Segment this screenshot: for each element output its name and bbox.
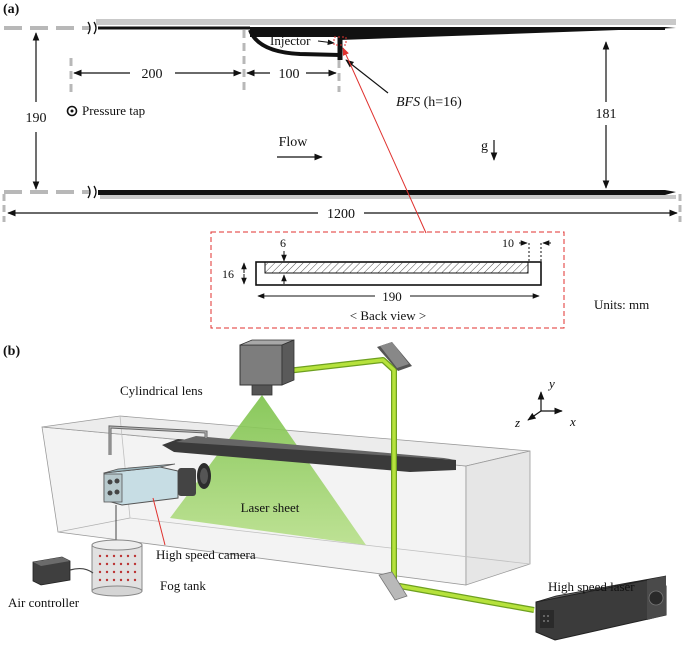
dim-190-height: 190 <box>26 111 47 126</box>
dim-16: 16 <box>222 267 234 281</box>
dim-1200: 1200 <box>327 207 355 222</box>
high-speed-camera-icon <box>103 463 211 506</box>
step-plate <box>162 439 456 472</box>
air-controller-label: Air controller <box>8 595 80 610</box>
laser-sheet <box>170 395 366 545</box>
top-mirror-icon <box>377 342 412 371</box>
injector-label: Injector <box>270 33 311 48</box>
high-speed-laser-icon <box>535 575 667 641</box>
pressure-tap-label: Pressure tap <box>82 103 145 118</box>
flow-label: Flow <box>279 135 309 150</box>
fog-tank-icon <box>91 539 143 597</box>
gravity-label: g <box>481 139 488 154</box>
pressure-tap-icon <box>66 105 78 117</box>
axis-z-label: z <box>514 415 520 430</box>
bottom-mirror-icon <box>378 571 408 601</box>
bfs-arrow <box>345 59 389 94</box>
dim-10: 10 <box>502 236 514 250</box>
bottom-wall <box>4 185 676 199</box>
air-controller-icon <box>32 556 94 586</box>
laser-beam <box>286 357 535 613</box>
injector-highlight <box>333 36 347 46</box>
back-view-leader <box>342 47 427 234</box>
panel-a-label: (a) <box>3 2 20 17</box>
dim-6: 6 <box>280 236 286 250</box>
camera-leader <box>152 497 166 546</box>
cylindrical-lens-label: Cylindrical lens <box>120 383 203 398</box>
axis-y-label: y <box>547 376 555 391</box>
injector-arrow <box>317 39 335 45</box>
bfs-label: BFS (h=16) <box>396 95 462 110</box>
cylindrical-lens-icon <box>239 339 295 396</box>
high-speed-camera-label: High speed camera <box>156 547 256 562</box>
top-wall <box>4 19 676 60</box>
fog-tank-label: Fog tank <box>160 578 206 593</box>
units-label: Units: mm <box>594 297 649 312</box>
panel-b: (b) Laser sheet <box>3 339 667 641</box>
panel-a: (a) Injector 200 100 <box>2 2 682 329</box>
back-view-inset: 6 10 16 190 < Back view > <box>210 231 565 329</box>
laser-sheet-label: Laser sheet <box>241 500 300 515</box>
back-view-caption: < Back view > <box>350 308 426 323</box>
dim-200: 200 <box>142 67 163 82</box>
axis-x-label: x <box>569 414 576 429</box>
dim-190-width: 190 <box>382 289 402 304</box>
high-speed-laser-label: High speed laser <box>548 579 635 594</box>
dim-181: 181 <box>596 107 617 122</box>
axes-indicator: y x z <box>514 376 576 430</box>
dim-100: 100 <box>279 67 300 82</box>
panel-b-label: (b) <box>3 344 20 359</box>
